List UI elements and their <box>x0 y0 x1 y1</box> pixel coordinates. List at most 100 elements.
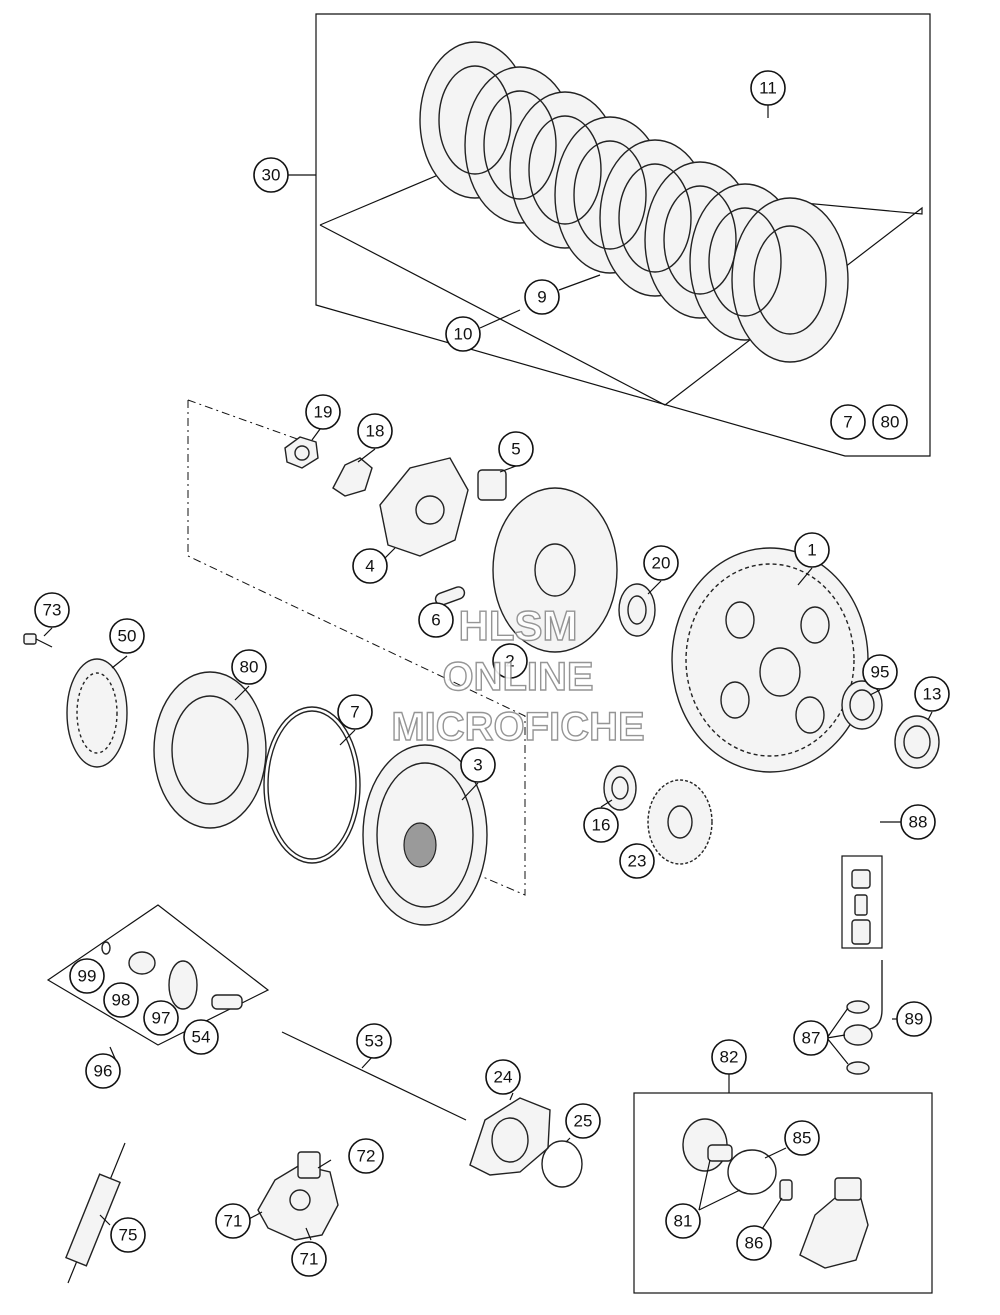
callout-97: 97 <box>143 1000 179 1036</box>
needle-bearing-95 <box>841 680 883 730</box>
svg-text:71: 71 <box>224 1212 243 1231</box>
callout-30: 30 <box>253 157 289 193</box>
leader-lines <box>43 104 933 1241</box>
callout-6: 6 <box>418 602 454 638</box>
callout-54: 54 <box>183 1019 219 1055</box>
clutch-group-dashed-frame <box>187 399 526 896</box>
gasket-24 <box>469 1097 551 1176</box>
callout-7-mid: 7 <box>337 694 373 730</box>
svg-text:71: 71 <box>300 1250 319 1269</box>
callout-50: 50 <box>109 618 145 654</box>
svg-text:7: 7 <box>843 413 852 432</box>
svg-text:9: 9 <box>537 288 546 307</box>
callout-81: 81 <box>665 1203 701 1239</box>
svg-text:30: 30 <box>262 166 281 185</box>
bleeder-valve-parts-88 <box>851 869 871 945</box>
callout-9: 9 <box>524 279 560 315</box>
svg-text:97: 97 <box>152 1009 171 1028</box>
svg-text:50: 50 <box>118 627 137 646</box>
inner-hub-2 <box>492 487 618 653</box>
nut-19 <box>284 436 319 469</box>
callout-72: 72 <box>348 1138 384 1174</box>
callout-7-top: 7 <box>830 404 866 440</box>
svg-text:1: 1 <box>807 541 816 560</box>
pin-6 <box>434 586 466 606</box>
svg-text:24: 24 <box>494 1068 513 1087</box>
callout-3: 3 <box>460 747 496 783</box>
callout-24: 24 <box>485 1059 521 1095</box>
svg-text:ONLINE: ONLINE <box>442 655 593 699</box>
callout-95: 95 <box>862 654 898 690</box>
svg-text:82: 82 <box>720 1048 739 1067</box>
svg-text:80: 80 <box>881 413 900 432</box>
svg-text:88: 88 <box>909 813 928 832</box>
callout-80-mid: 80 <box>231 649 267 685</box>
callout-86: 86 <box>736 1225 772 1261</box>
callout-98: 98 <box>103 982 139 1018</box>
callout-73: 73 <box>34 592 70 628</box>
svg-text:99: 99 <box>78 967 97 986</box>
svg-text:6: 6 <box>431 611 440 630</box>
callout-88: 88 <box>900 804 936 840</box>
callout-19: 19 <box>305 394 341 430</box>
svg-text:2: 2 <box>505 652 514 671</box>
spacer-16 <box>603 765 637 811</box>
svg-text:54: 54 <box>192 1028 211 1047</box>
callout-75: 75 <box>110 1217 146 1253</box>
svg-text:98: 98 <box>112 991 131 1010</box>
callout-25: 25 <box>565 1103 601 1139</box>
bearing-cage-50 <box>66 658 128 768</box>
banjo-fitting-89 <box>843 960 883 1075</box>
callout-82: 82 <box>711 1039 747 1075</box>
svg-text:80: 80 <box>240 658 259 677</box>
svg-text:95: 95 <box>871 663 890 682</box>
svg-text:HLSM: HLSM <box>459 602 578 649</box>
o-ring-25 <box>541 1140 583 1188</box>
damper-5 <box>477 469 507 501</box>
clutch-plate-kit-frame <box>315 13 931 457</box>
slave-kit-parts <box>682 1118 869 1269</box>
svg-text:75: 75 <box>119 1226 138 1245</box>
watermark: HLSM ONLINE MICROFICHE <box>391 601 646 749</box>
svg-text:7: 7 <box>350 703 359 722</box>
callout-20: 20 <box>643 545 679 581</box>
svg-text:72: 72 <box>357 1147 376 1166</box>
callout-71-bottom: 71 <box>291 1241 327 1277</box>
callout-2: 2 <box>492 643 528 679</box>
callout-10: 10 <box>445 316 481 352</box>
svg-text:87: 87 <box>802 1029 821 1048</box>
pressure-cap-4 <box>379 457 469 557</box>
bushing-13 <box>894 715 940 769</box>
callout-53: 53 <box>356 1023 392 1059</box>
svg-text:11: 11 <box>759 79 777 98</box>
slave-cylinder-71 <box>257 1151 339 1241</box>
slave-cylinder-kit-frame <box>633 1073 933 1294</box>
callout-87: 87 <box>793 1020 829 1056</box>
svg-text:19: 19 <box>314 403 333 422</box>
svg-text:86: 86 <box>745 1234 764 1253</box>
callout-13: 13 <box>914 676 950 712</box>
bleeder-valve-frame <box>841 855 883 949</box>
lock-washer-18 <box>332 457 373 497</box>
callout-85: 85 <box>784 1120 820 1156</box>
clutch-plate-stack <box>419 41 849 363</box>
callout-71-left: 71 <box>215 1203 251 1239</box>
svg-text:MICROFICHE: MICROFICHE <box>391 705 644 749</box>
svg-text:81: 81 <box>674 1212 693 1231</box>
syringe-75 <box>65 1142 126 1284</box>
primary-gear-basket-1 <box>671 547 869 773</box>
pressure-plate-3 <box>362 744 488 926</box>
svg-text:53: 53 <box>365 1032 384 1051</box>
thrust-washer-20 <box>618 583 656 637</box>
svg-text:18: 18 <box>366 422 385 441</box>
svg-text:16: 16 <box>592 816 611 835</box>
shim-80 <box>153 671 267 829</box>
svg-text:85: 85 <box>793 1129 812 1148</box>
svg-text:73: 73 <box>43 601 62 620</box>
push-rod-53 <box>281 1031 467 1121</box>
svg-text:3: 3 <box>473 756 482 775</box>
wire-ring-7 <box>263 706 361 864</box>
callout-80-top: 80 <box>872 404 908 440</box>
svg-text:4: 4 <box>365 557 374 576</box>
callout-23: 23 <box>619 843 655 879</box>
